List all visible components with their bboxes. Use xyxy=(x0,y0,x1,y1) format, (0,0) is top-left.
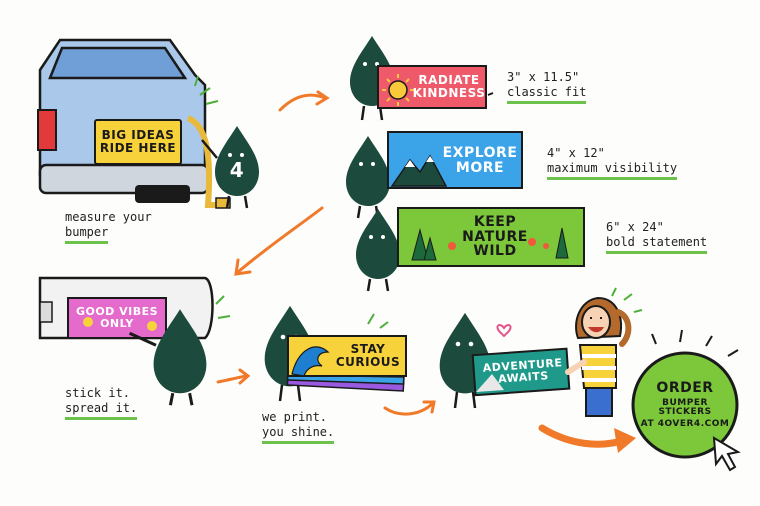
sun-icon xyxy=(382,74,414,106)
caption-stick: stick it. spread it. xyxy=(65,386,138,420)
caption-measure-line1: measure your xyxy=(65,210,152,224)
caption-measure: measure your bumper xyxy=(65,210,152,244)
size-note-3: bold statement xyxy=(606,235,708,254)
car-illustration xyxy=(37,38,231,209)
size-dimension-2: 4" x 12" xyxy=(547,146,605,160)
flow-arrows xyxy=(216,90,436,416)
caption-stick-line2: spread it. xyxy=(65,401,138,420)
size-dimension-3: 6" x 24" xyxy=(606,220,664,234)
mountain-snow xyxy=(405,156,434,167)
size-note-2: maximum visibility xyxy=(547,161,678,180)
arrow-head-2 xyxy=(234,258,252,276)
mascot-deliver xyxy=(439,312,491,409)
sticker-big-ideas xyxy=(94,119,182,165)
girl-arm xyxy=(565,359,587,375)
bumper-stick xyxy=(38,276,214,340)
girl-face xyxy=(581,305,611,339)
sparkle-print xyxy=(367,313,389,329)
heart-icon xyxy=(496,324,512,338)
caption-measure-line2: bumper xyxy=(65,225,109,244)
size-label-1: 3" x 11.5" classic fit xyxy=(507,70,587,104)
girl-jeans xyxy=(585,387,613,417)
caption-print-line2: you shine. xyxy=(262,425,335,444)
caption-stick-line1: stick it. xyxy=(65,386,131,400)
arrow-to-cta xyxy=(538,424,629,448)
girl-ponytail xyxy=(615,309,632,347)
arrow-stick-to-print xyxy=(216,374,248,384)
cta-sparkles xyxy=(651,329,739,357)
sticker-good-vibes xyxy=(67,297,167,339)
arrow-head-3 xyxy=(238,368,251,385)
car-taillight xyxy=(37,109,57,151)
mascot-size-2 xyxy=(346,136,390,219)
arrow-print-to-deliver xyxy=(383,402,434,416)
flower-icon-right xyxy=(147,321,157,331)
mascot-size-3 xyxy=(356,209,400,292)
girl-smile xyxy=(588,327,604,333)
cta-circle xyxy=(631,351,739,459)
sparkle-girl xyxy=(611,287,643,313)
arrow-to-cta-head xyxy=(614,428,636,453)
sticker-stack xyxy=(286,335,407,392)
girl-shirt-stripes xyxy=(582,354,616,382)
size-label-3: 6" x 24" bold statement xyxy=(606,220,708,254)
arrow-head-1 xyxy=(315,90,330,106)
sparkle-lines xyxy=(194,75,219,105)
car-rear-window xyxy=(48,46,188,80)
arrow-sizes-to-stick xyxy=(236,206,324,274)
caption-print: we print. you shine. xyxy=(262,410,335,444)
wave-icon xyxy=(291,346,330,377)
mascot-stick xyxy=(128,309,207,406)
arrow-measure-to-sizes xyxy=(278,93,327,112)
tree-icons xyxy=(411,227,569,261)
mountain-adventure-icon xyxy=(476,374,504,392)
girl-character xyxy=(565,296,632,417)
car-tire xyxy=(135,185,190,203)
flower-icon-left xyxy=(83,317,93,327)
size-dimension-1: 3" x 11.5" xyxy=(507,70,580,84)
cta-illustration xyxy=(631,329,741,472)
sparkle-stick xyxy=(215,295,231,319)
mascot-measure xyxy=(201,126,259,209)
flower-icons xyxy=(448,238,549,250)
tape-measure-case xyxy=(215,197,231,209)
caption-print-line1: we print. xyxy=(262,410,328,424)
size-label-2: 4" x 12" maximum visibility xyxy=(547,146,678,180)
arrow-head-4 xyxy=(422,400,436,414)
tape-measure xyxy=(186,115,222,208)
size-note-1: classic fit xyxy=(507,85,587,104)
cursor-icon xyxy=(712,436,741,472)
